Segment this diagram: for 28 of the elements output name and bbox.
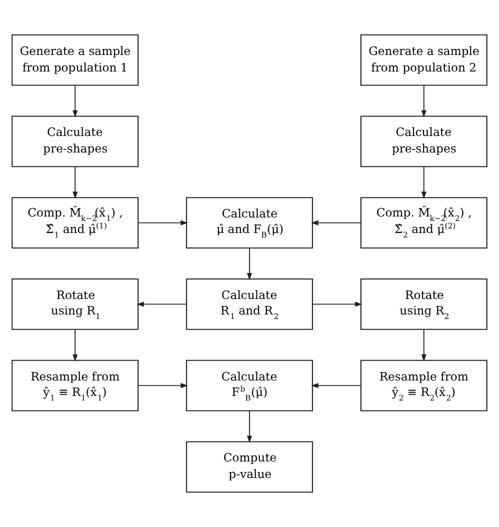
- node-box: Calculate R$_{1}$ and R$_{2}$: [186, 278, 313, 330]
- arrow: [138, 383, 188, 388]
- arrow: [246, 410, 252, 444]
- arrow: [72, 166, 78, 199]
- arrow: [421, 166, 426, 199]
- node-box: Generate a sample from population 1: [12, 34, 139, 86]
- arrow: [136, 302, 187, 307]
- arrow: [138, 220, 188, 226]
- arrow: [72, 328, 78, 362]
- arrow: [311, 383, 362, 388]
- node-box: Calculate F$^{b}$$_{B}$(μ̂): [186, 360, 313, 412]
- arrow: [312, 302, 362, 307]
- arrow: [246, 248, 252, 280]
- node-box: Comp. M̂$_{k−2}$(x̂$_{1}$) , Σ̂$_{1}$ and μ̂$^{(1)}$: [12, 197, 139, 249]
- node-box: Rotate using R$_{2}$: [360, 278, 488, 330]
- node-box: Calculate pre-shapes: [12, 116, 139, 168]
- node-box: Resample from ŷ$_{1}$ ≡ R$_{1}$(x̂$_{1}$): [12, 360, 139, 412]
- node-box: Comp. M̂$_{k−2}$(x̂$_{2}$) , Σ̂$_{2}$ and μ̂$^{(2)}$: [360, 197, 488, 249]
- node-box: Compute p-value: [186, 441, 313, 493]
- arrow: [311, 220, 362, 226]
- node-box: Calculate μ̂ and F$_{B}$(μ̂): [186, 197, 313, 249]
- node-box: Resample from ŷ$_{2}$ ≡ R$_{2}$(x̂$_{2}$): [360, 360, 488, 412]
- arrow: [421, 328, 426, 362]
- arrow: [72, 84, 78, 118]
- node-box: Rotate using R$_{1}$: [12, 278, 139, 330]
- node-box: Generate a sample from population 2: [360, 34, 488, 86]
- node-box: Calculate pre-shapes: [360, 116, 488, 168]
- arrow: [421, 84, 426, 118]
